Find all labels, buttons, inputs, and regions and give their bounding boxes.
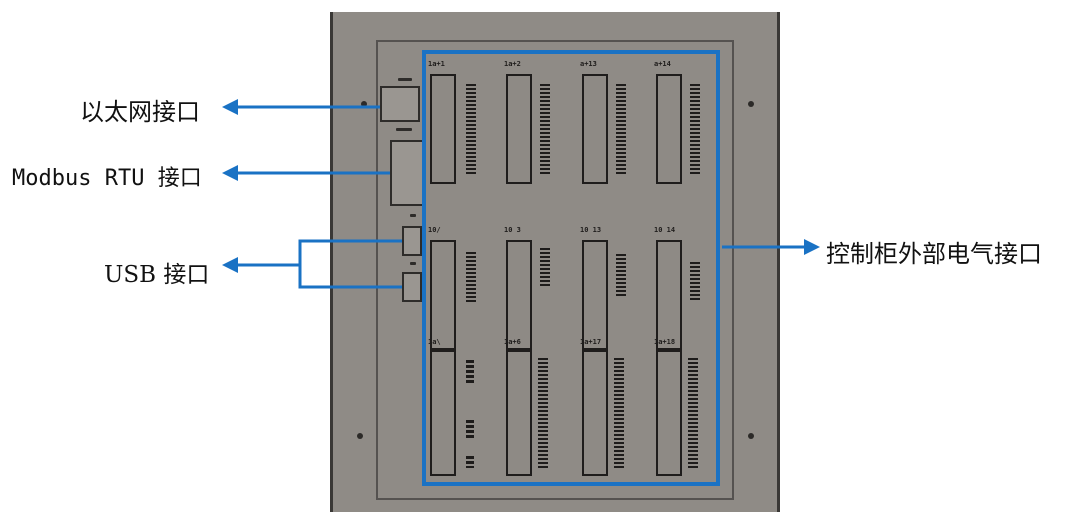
terminal-block (582, 74, 608, 184)
terminal-label: 1a+1 (428, 60, 445, 68)
terminal-pins (540, 84, 550, 174)
port-marking (398, 78, 412, 81)
terminal-pins (688, 358, 698, 468)
terminal-pins (538, 358, 548, 468)
terminal-pins (466, 456, 474, 468)
usb-bracket (298, 239, 402, 289)
mounting-hole (361, 101, 367, 107)
terminal-block (430, 240, 456, 350)
terminal-pins (466, 84, 476, 174)
terminal-label: 1a+18 (654, 338, 676, 346)
arrow-icon (222, 99, 238, 115)
terminal-label: 10 14 (654, 226, 676, 234)
terminal-block (506, 350, 532, 476)
terminal-block (656, 350, 682, 476)
terminal-block (582, 350, 608, 476)
cabinet-interface-highlight (422, 50, 720, 486)
terminal-pins (614, 358, 624, 468)
terminal-block (430, 350, 456, 476)
terminal-label: 10/ (428, 226, 441, 234)
ethernet-port (380, 86, 420, 122)
terminal-label: a+13 (580, 60, 597, 68)
terminal-pins (690, 84, 700, 174)
terminal-pins (540, 248, 550, 288)
usb-interface-label: USB 接口 (104, 262, 210, 288)
terminal-block (582, 240, 608, 350)
mounting-hole (748, 101, 754, 107)
terminal-block (656, 74, 682, 184)
cabinet-interface-label: 控制柜外部电气接口 (826, 240, 1042, 268)
terminal-block (430, 74, 456, 184)
terminal-label: 10 3 (504, 226, 521, 234)
terminal-label: 1a+6 (504, 338, 521, 346)
port-marking (410, 214, 416, 217)
arrow-icon (222, 165, 238, 181)
terminal-label: 10 13 (580, 226, 602, 234)
terminal-block (506, 240, 532, 350)
panel-inner-frame (376, 40, 734, 500)
arrow-icon (804, 239, 820, 255)
mounting-hole (357, 433, 363, 439)
mounting-hole (748, 433, 754, 439)
terminal-label: a+14 (654, 60, 671, 68)
arrow-icon (222, 257, 238, 273)
terminal-pins (616, 254, 626, 298)
terminal-pins (690, 262, 700, 302)
terminal-pins (466, 252, 476, 302)
modbus-interface-label: Modbus RTU 接口 (12, 166, 202, 191)
usb-port-2 (402, 272, 422, 302)
terminal-pins (466, 420, 474, 438)
terminal-pins (616, 84, 626, 174)
port-marking (410, 262, 416, 265)
terminal-block (656, 240, 682, 350)
port-marking (396, 128, 412, 131)
terminal-pins (466, 360, 474, 384)
terminal-label: 1a+2 (504, 60, 521, 68)
terminal-label: 1a+17 (580, 338, 602, 346)
terminal-block (506, 74, 532, 184)
usb-port-1 (402, 226, 422, 256)
ethernet-interface-label: 以太网接口 (80, 98, 200, 126)
terminal-label: 1a\ (428, 338, 441, 346)
